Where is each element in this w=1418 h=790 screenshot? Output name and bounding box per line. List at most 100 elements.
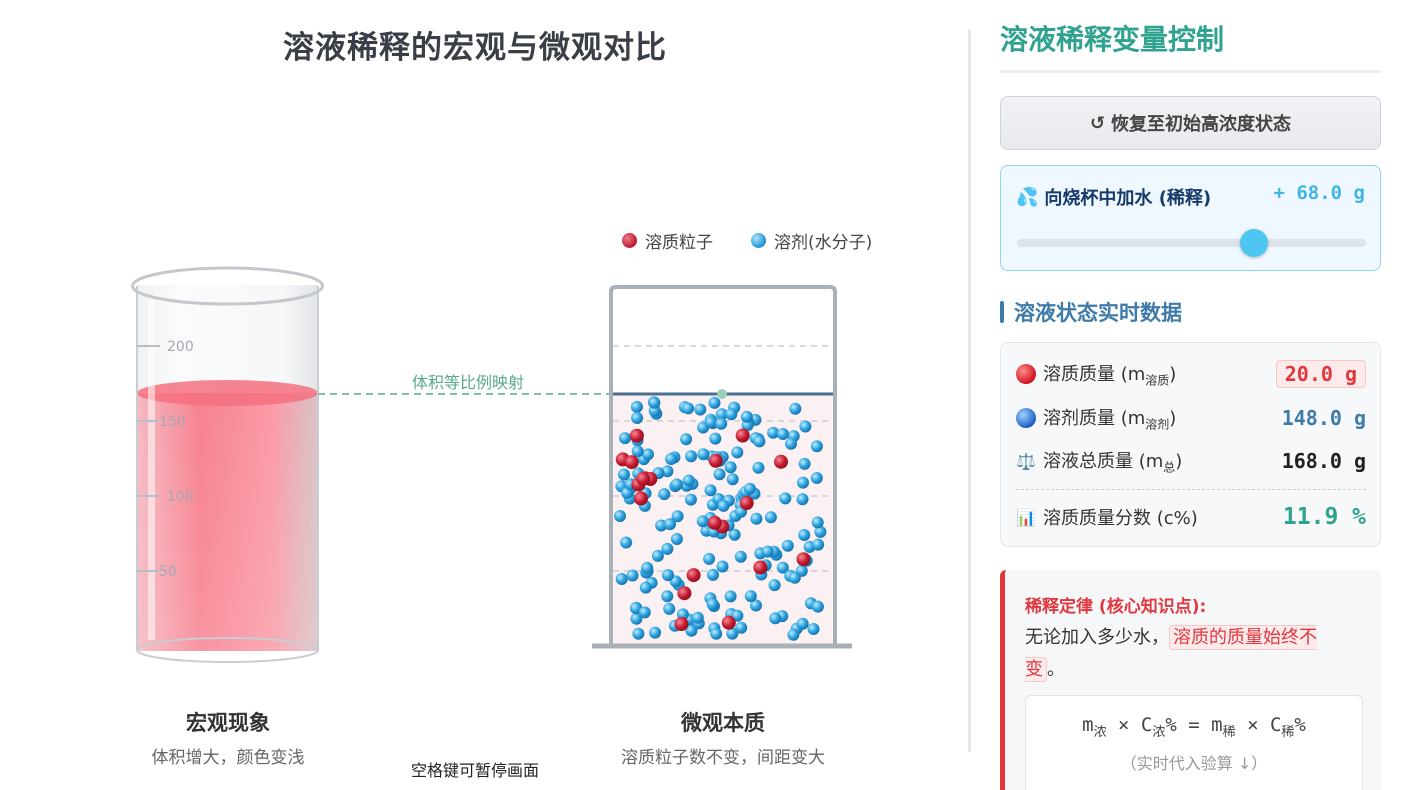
solvent-particle: [696, 515, 709, 528]
solvent-particle: [728, 528, 741, 541]
solvent-mass-row: 溶剂质量 (m溶剂) 148.0 g: [1016, 401, 1366, 435]
solvent-particle: [798, 529, 811, 541]
solvent-particle: [670, 478, 683, 491]
red-ball-icon: [1016, 364, 1036, 384]
water-drops-icon: 💦: [1016, 186, 1039, 208]
solvent-particle: [724, 590, 737, 603]
solvent-particle: [743, 482, 756, 495]
solvent-particle: [715, 417, 728, 430]
solute-mass-value: 20.0 g: [1275, 360, 1366, 388]
solvent-mass-subscript: 溶剂: [1145, 417, 1170, 432]
solvent-particle: [750, 512, 763, 525]
solute-particle: [629, 428, 644, 443]
macro-caption-sub: 体积增大，颜色变浅: [151, 748, 305, 768]
solvent-particle: [663, 602, 676, 615]
blue-ball-icon: [1016, 408, 1036, 428]
solute-particle: [634, 491, 648, 506]
macro-caption: 宏观现象 体积增大，颜色变浅: [118, 707, 338, 768]
formula-m: m: [1082, 714, 1094, 736]
solvent-particle: [685, 624, 698, 637]
solvent-particle: [703, 552, 716, 565]
control-panel: 溶液稀释变量控制 ↺ 恢复至初始高浓度状态 💦 向烧杯中加水 (稀释) + 68…: [1000, 0, 1381, 790]
solvent-particle: [716, 560, 729, 573]
water-slider-thumb[interactable]: [1240, 229, 1269, 257]
solvent-particle: [680, 433, 693, 446]
solvent-particle: [665, 453, 678, 465]
realtime-data-box: 溶质质量 (m溶质) 20.0 g 溶剂质量 (m溶剂) 148.0 g ⚖️ …: [1000, 342, 1381, 547]
solvent-particle: [615, 573, 628, 585]
solvent-particle: [768, 579, 781, 592]
solvent-particle: [776, 561, 789, 574]
solvent-particle: [717, 499, 730, 512]
solvent-particle: [620, 536, 633, 549]
solute-particle: [753, 560, 768, 575]
scale-icon: ⚖️: [1016, 451, 1036, 471]
liquid-surface: [137, 380, 318, 406]
total-mass-subscript: 总: [1163, 460, 1176, 475]
panel-title: 溶液稀释变量控制: [1000, 23, 1225, 56]
solvent-particle: [626, 569, 639, 582]
solvent-particle: [639, 581, 652, 594]
solvent-particle: [799, 420, 812, 433]
solute-particle: [686, 568, 701, 583]
add-water-label: 向烧杯中加水 (稀释): [1044, 188, 1212, 209]
water-slider-track[interactable]: [1017, 239, 1366, 247]
solvent-particle: [715, 408, 728, 421]
solvent-particle: [661, 590, 674, 603]
solute-particle: [796, 552, 811, 567]
solvent-particle: [697, 448, 710, 461]
solvent-particle: [694, 403, 707, 416]
solvent-particle: [812, 538, 825, 551]
solvent-particle: [787, 628, 800, 641]
data-section-heading: 溶液状态实时数据: [1000, 297, 1182, 327]
solute-particle: [707, 515, 722, 530]
solute-particle: [739, 496, 754, 510]
solvent-particle: [740, 410, 753, 423]
solute-particle: [774, 454, 788, 469]
law-text-before: 无论加入多少水，: [1025, 627, 1169, 648]
volume-mapping-label: 体积等比例映射: [412, 373, 525, 392]
solvent-particle: [788, 571, 801, 584]
solvent-particle: [810, 472, 823, 484]
solvent-particle: [685, 450, 698, 463]
mass-fraction-label: 溶质质量分数 (c%): [1043, 508, 1198, 529]
micro-caption-sub: 溶质粒子数不变，间距变大: [621, 748, 825, 768]
solvent-particle: [704, 484, 717, 497]
solvent-particle: [619, 432, 631, 445]
particle-field: [614, 396, 827, 641]
total-mass-label: 溶液总质量 (m: [1043, 450, 1164, 472]
solvent-particle: [651, 549, 664, 562]
solvent-particle: [752, 461, 765, 474]
solvent-particle: [725, 408, 738, 421]
formula-sub: 浓: [1093, 724, 1107, 740]
law-title: 稀释定律 (核心知识点):: [1025, 597, 1207, 617]
reset-button[interactable]: ↺ 恢复至初始高浓度状态: [1000, 96, 1381, 150]
solvent-particle: [629, 602, 642, 615]
solute-particle: [735, 428, 750, 443]
solute-particle: [674, 617, 689, 631]
solvent-particle: [767, 426, 780, 439]
beaker-tick-label: 200: [167, 339, 194, 355]
solvent-particle: [776, 428, 789, 440]
solvent-particle: [811, 600, 824, 613]
solvent-particle: [684, 493, 697, 506]
solvent-particle: [670, 533, 683, 545]
solvent-mass-label: 溶剂质量 (m: [1043, 407, 1146, 429]
solvent-particle: [726, 473, 739, 486]
solute-particle: [721, 615, 736, 630]
solvent-particle: [761, 545, 774, 558]
solvent-particle: [750, 599, 762, 612]
solvent-particle: [658, 488, 671, 501]
solvent-particle: [655, 519, 668, 532]
solvent-particle: [811, 516, 824, 529]
solvent-particle: [614, 510, 626, 522]
add-water-control: 💦 向烧杯中加水 (稀释) + 68.0 g: [1000, 165, 1381, 271]
legend-solute-label: 溶质粒子: [645, 233, 713, 253]
solvent-particle: [671, 510, 684, 523]
solvent-particle: [682, 474, 695, 487]
formula-pct: %: [1165, 714, 1177, 736]
formula-sub: 浓: [1152, 724, 1166, 740]
beaker-tick-label: 100: [167, 489, 194, 505]
particle-legend: 溶质粒子 溶剂(水分子): [622, 228, 872, 253]
